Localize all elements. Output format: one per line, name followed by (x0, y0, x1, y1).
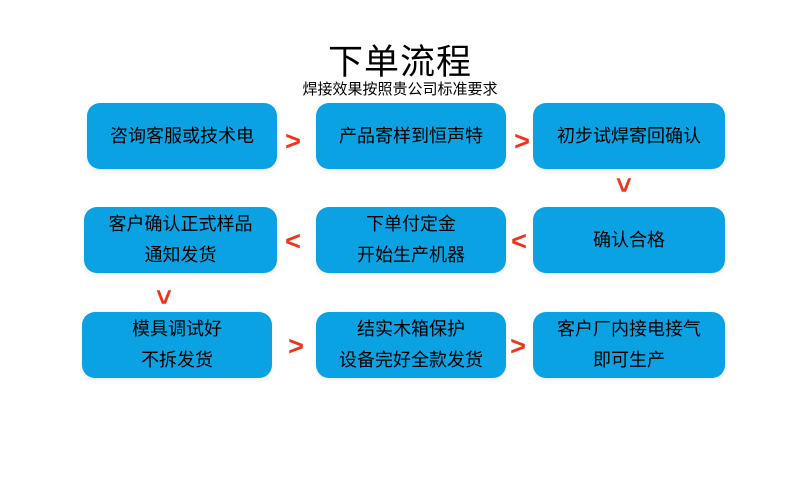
flow-step-label: 结实木箱保护 (357, 319, 465, 339)
flow-step-label: 客户确认正式样品 (108, 214, 253, 234)
arrow-right-icon: > (514, 126, 530, 156)
flow-step-crate-ship: 结实木箱保护 设备完好全款发货 (316, 312, 506, 378)
flow-step-confirm-sample: 客户确认正式样品 通知发货 (84, 207, 277, 273)
page-title: 下单流程 (327, 43, 472, 82)
flow-step-label: 通知发货 (144, 245, 217, 265)
flow-step-label: 客户厂内接电接气 (557, 319, 701, 339)
arrow-left-icon: < (511, 226, 527, 256)
flow-step-consult: 咨询客服或技术电 (87, 103, 277, 169)
flow-step-label: 开始生产机器 (357, 245, 465, 265)
flow-step-label: 下单付定金 (366, 214, 456, 234)
arrow-left-icon: < (285, 226, 301, 256)
flow-step-label: 初步试焊寄回确认 (557, 125, 701, 146)
arrow-right-icon: > (510, 331, 526, 361)
flow-step-label: 不拆发货 (141, 350, 213, 370)
flow-step-customer-setup: 客户厂内接电接气 即可生产 (533, 312, 725, 378)
page-subtitle: 焊接效果按照贵公司标准要求 (302, 81, 498, 98)
flow-step-mold-debug: 模具调试好 不拆发货 (82, 312, 272, 378)
flow-step-pay-deposit: 下单付定金 开始生产机器 (316, 207, 506, 273)
arrow-right-icon: > (288, 331, 304, 361)
flow-step-label: 设备完好全款发货 (339, 350, 483, 370)
arrow-down-icon: > (149, 289, 179, 305)
flow-step-label: 咨询客服或技术电 (110, 125, 254, 146)
flow-step-send-sample: 产品寄样到恒声特 (316, 103, 506, 169)
flow-step-label: 即可生产 (593, 350, 665, 370)
flow-step-label: 产品寄样到恒声特 (339, 125, 483, 146)
flow-step-label: 模具调试好 (132, 319, 222, 339)
flow-step-confirm-qualified: 确认合格 (533, 207, 725, 273)
arrow-right-icon: > (285, 126, 301, 156)
flow-step-label: 确认合格 (593, 229, 665, 250)
arrow-down-icon: > (609, 177, 639, 193)
flow-step-trial-weld: 初步试焊寄回确认 (533, 103, 725, 169)
